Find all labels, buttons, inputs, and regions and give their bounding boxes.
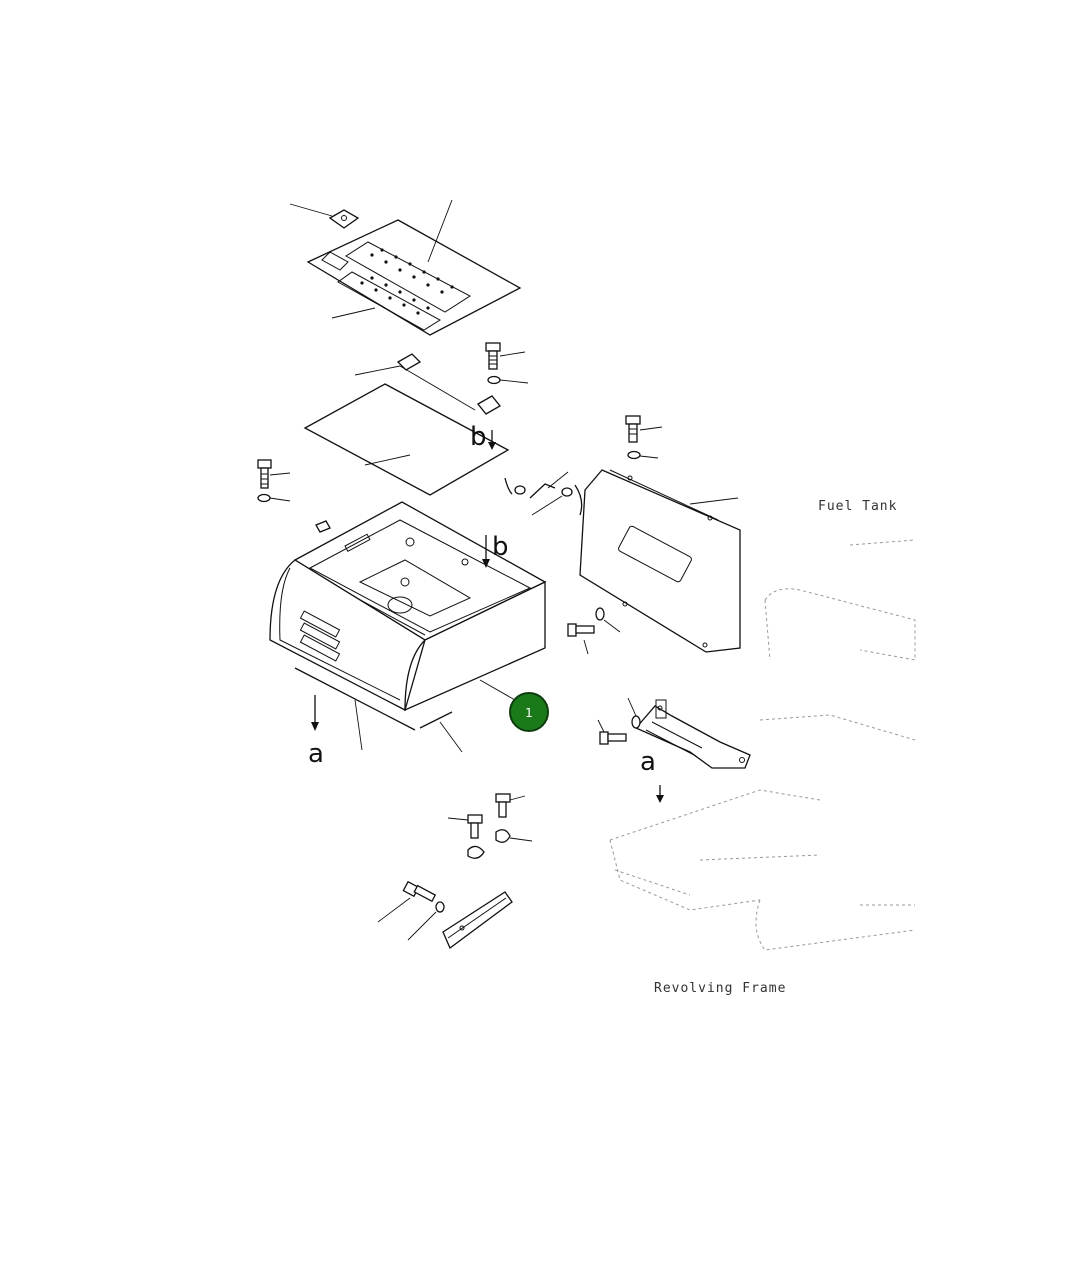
- latch-hook: [504, 477, 583, 516]
- bolt-left: [257, 459, 272, 489]
- bolt-top-right: [625, 415, 641, 443]
- washer-side-panel: [595, 607, 605, 621]
- bolt-top-center: [485, 342, 501, 370]
- bolt-bottom: [402, 880, 437, 903]
- cover-clip: [328, 209, 360, 229]
- gasket-seal: [303, 383, 510, 496]
- washer-left: [257, 493, 271, 503]
- washer-top-right: [627, 450, 641, 460]
- seal-strip-short: [419, 711, 453, 729]
- ghost-revolving-frame: [609, 714, 916, 951]
- hinge-lower: [477, 395, 501, 415]
- bolt-step-bracket: [599, 731, 627, 745]
- step-bracket: [634, 699, 751, 769]
- label-revolving-frame: Revolving Frame: [654, 981, 786, 996]
- washer-top-center: [487, 375, 501, 385]
- hinge-upper: [396, 353, 422, 371]
- ref-letter-a-left: a: [308, 739, 324, 769]
- label-fuel-tank: Fuel Tank: [818, 499, 897, 514]
- bottom-bracket: [442, 891, 513, 950]
- bolt-lower-b: [467, 814, 483, 839]
- ghost-fuel-tank: [764, 539, 916, 661]
- ref-letter-a-right: a: [640, 747, 656, 777]
- callout-1-number: 1: [525, 706, 533, 720]
- washer-step-bracket: [631, 715, 641, 729]
- side-panel: [579, 469, 741, 653]
- clamp-lower-b: [467, 845, 485, 859]
- ref-letter-b-top: b: [470, 422, 487, 452]
- clamp-lower-a: [495, 829, 511, 843]
- main-box: [269, 501, 547, 712]
- ref-letter-b-bottom: b: [492, 532, 509, 562]
- bolt-lower-a: [495, 793, 511, 818]
- seal-strip-long: [294, 667, 416, 731]
- callout-1[interactable]: 1: [509, 692, 549, 732]
- bolt-side-panel: [567, 623, 595, 637]
- washer-bottom: [435, 901, 445, 913]
- perforated-cover-plate: [306, 219, 522, 336]
